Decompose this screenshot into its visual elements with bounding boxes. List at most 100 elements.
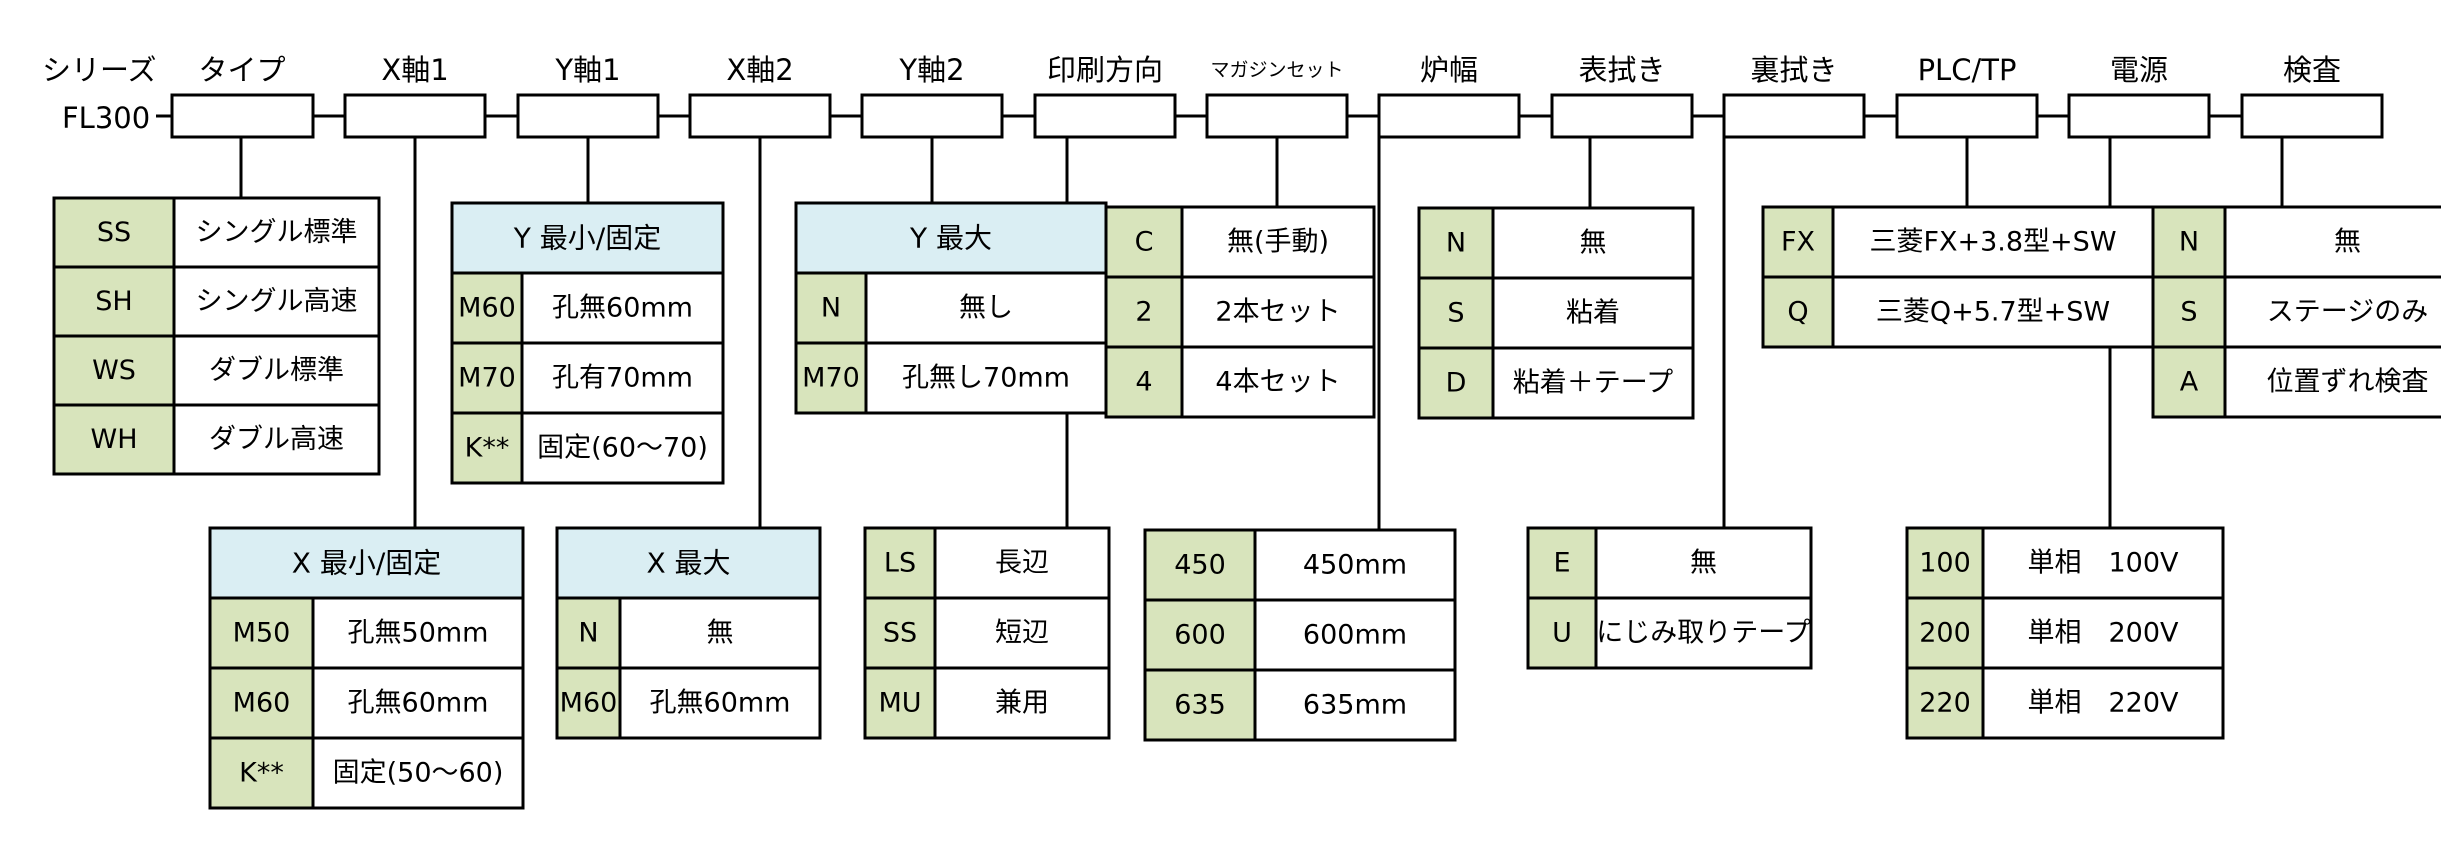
series-model: FL300 xyxy=(62,101,150,135)
desc-cell xyxy=(1981,526,2225,600)
option-description: 三菱FX+3.8型+SW xyxy=(1869,227,2116,258)
code-box-y2 xyxy=(860,93,1004,139)
desc-cell xyxy=(1981,666,2225,740)
code-cell xyxy=(1143,528,1257,602)
option-description: 2本セット xyxy=(1215,297,1340,328)
code-box-print xyxy=(1033,93,1177,139)
option-code: C xyxy=(1135,227,1154,258)
option-description: 無し xyxy=(959,293,1013,324)
option-description: 孔有70mm xyxy=(552,363,693,394)
code-cell xyxy=(1526,526,1598,600)
option-code: M60 xyxy=(233,688,291,719)
desc-cell xyxy=(2223,275,2441,349)
desc-cell xyxy=(311,596,525,670)
code-cell xyxy=(1905,666,1985,740)
desc-cell xyxy=(1491,206,1695,280)
option-code: A xyxy=(2180,367,2199,398)
desc-cell xyxy=(1491,346,1695,420)
option-code: 4 xyxy=(1135,367,1152,398)
option-code: SS xyxy=(883,618,917,649)
option-description: 位置ずれ検査 xyxy=(2267,367,2429,398)
column-header-print: 印刷方向 xyxy=(1047,53,1163,87)
code-cell xyxy=(52,334,176,407)
code-cell xyxy=(2151,205,2227,279)
option-description: 600mm xyxy=(1303,620,1407,651)
table-title-cell xyxy=(450,201,725,275)
option-description: 無 xyxy=(1690,548,1717,579)
option-code: K** xyxy=(465,433,510,464)
code-cell xyxy=(794,341,868,415)
code-cell xyxy=(2151,345,2227,419)
option-description: ダブル標準 xyxy=(209,355,344,386)
code-box-type xyxy=(170,93,315,139)
column-header-plc: PLC/TP xyxy=(1918,53,2017,87)
desc-cell xyxy=(1180,205,1376,279)
desc-cell xyxy=(1981,596,2225,670)
option-code: N xyxy=(2179,227,2199,258)
option-code: N xyxy=(578,618,598,649)
desc-cell xyxy=(172,265,381,338)
desc-cell xyxy=(933,526,1111,600)
option-description: 三菱Q+5.7型+SW xyxy=(1876,297,2110,328)
option-description: 無(手動) xyxy=(1227,227,1329,258)
desc-cell xyxy=(2223,345,2441,419)
code-cell xyxy=(1417,276,1495,350)
desc-cell xyxy=(311,666,525,740)
table-row: A 位置ずれ検査 xyxy=(2151,345,2441,419)
code-cell xyxy=(1104,345,1184,419)
table-title: Y 最大 xyxy=(909,222,992,255)
option-code: 220 xyxy=(1919,688,1971,719)
code-cell xyxy=(208,736,315,810)
option-code: FX xyxy=(1781,227,1815,258)
option-description: 孔無50mm xyxy=(348,618,489,649)
table-title: X 最小/固定 xyxy=(292,547,442,580)
desc-cell xyxy=(2223,205,2441,279)
table-row: Q 三菱Q+5.7型+SW xyxy=(1761,275,2155,349)
desc-cell xyxy=(1831,275,2155,349)
option-code: N xyxy=(821,293,841,324)
option-code: 450 xyxy=(1174,550,1226,581)
desc-cell xyxy=(1180,345,1376,419)
desc-cell xyxy=(172,334,381,407)
option-code: D xyxy=(1446,368,1467,399)
option-description: にじみ取りテープ xyxy=(1596,618,1810,649)
desc-cell xyxy=(864,341,1108,415)
option-description: 兼用 xyxy=(995,688,1049,719)
option-code: S xyxy=(2180,297,2197,328)
code-box-width xyxy=(1377,93,1521,139)
desc-cell xyxy=(1594,596,1813,670)
option-code: U xyxy=(1552,618,1572,649)
option-code: M60 xyxy=(560,688,618,719)
option-description: 単相 220V xyxy=(2027,688,2179,719)
option-description: 長辺 xyxy=(995,548,1049,579)
desc-cell xyxy=(864,271,1108,345)
column-header-y2: Y軸2 xyxy=(898,53,964,87)
option-description: ダブル高速 xyxy=(209,424,344,455)
table-title: Y 最小/固定 xyxy=(513,222,661,255)
option-description: 孔無60mm xyxy=(650,688,791,719)
option-code: K** xyxy=(239,758,284,789)
desc-cell xyxy=(1253,668,1457,742)
code-box-y1 xyxy=(516,93,660,139)
option-description: 孔無60mm xyxy=(348,688,489,719)
table-row: M60 孔無60mm xyxy=(555,666,822,740)
table-row: U にじみ取りテープ xyxy=(1526,596,1813,670)
option-code: Q xyxy=(1787,297,1808,328)
